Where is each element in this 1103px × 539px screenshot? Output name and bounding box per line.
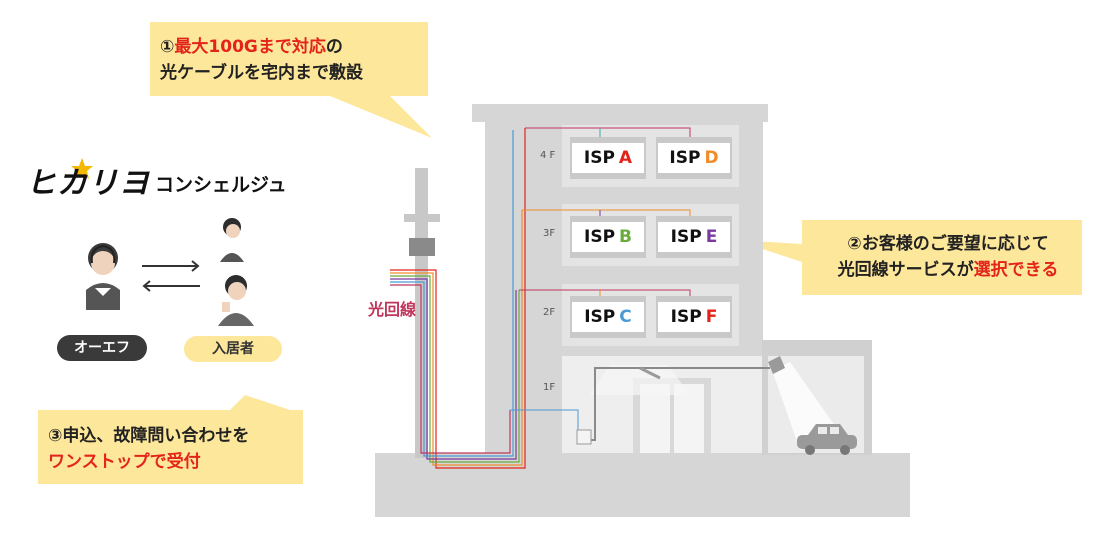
isp-letter: B: [619, 227, 632, 247]
operator-label: オーエフ: [57, 335, 147, 361]
resident-label: 入居者: [184, 336, 282, 362]
floor-label-4f: 4 F: [540, 150, 556, 161]
callout1-tail: [330, 96, 432, 138]
exchange-arrows-icon: [142, 260, 200, 292]
callout1-tail-text: の: [325, 37, 343, 57]
isp-prefix: ISP: [670, 227, 702, 247]
isp-letter: D: [704, 148, 719, 168]
hikariyo-logo: ヒカリヨ: [26, 166, 150, 201]
callout-isp-choice: ②お客様のご要望に応じて 光回線サービスが選択できる: [802, 220, 1082, 295]
callout2-line2-plain: 光回線サービスが: [837, 260, 974, 280]
operator-headset-icon: [86, 243, 120, 310]
lamp-icon: [768, 356, 785, 374]
logo-subtitle: コンシェルジュ: [155, 174, 287, 196]
callout1-number: ①: [160, 37, 175, 57]
light-fixture-icon: [639, 366, 661, 380]
outlet-icon: [576, 429, 592, 445]
resident-man-icon: [218, 275, 254, 326]
isp-letter: F: [705, 307, 718, 327]
floor-label-1f: 1F: [543, 382, 556, 393]
isp-prefix: ISP: [583, 148, 615, 168]
callout3-line2-highlight: ワンストップで受付: [48, 452, 201, 472]
logo-star-icon: [71, 158, 93, 179]
isp-prefix: ISP: [670, 307, 702, 327]
resident-woman-icon: [220, 218, 244, 262]
callout3-line1: ③申込、故障問い合わせを: [48, 426, 250, 446]
callout1-highlight: 最大100Gまで対応: [174, 37, 326, 57]
fiber-line-label: 光回線: [368, 300, 417, 319]
callout2-line1: ②お客様のご要望に応じて: [847, 234, 1049, 254]
car-icon: [797, 424, 857, 455]
callout2-line2-highlight: 選択できる: [973, 260, 1059, 280]
callout-one-stop: ③申込、故障問い合わせを ワンストップで受付: [38, 410, 303, 484]
isp-letter: A: [618, 148, 633, 168]
isp-prefix: ISP: [584, 227, 616, 247]
isp-letter: C: [619, 307, 632, 327]
fiber-branches: [510, 127, 691, 435]
floor-label-2f: 2F: [543, 307, 556, 318]
isp-letter: E: [705, 227, 718, 247]
fiber-cable-bundle: [390, 128, 526, 469]
isp-prefix: ISP: [584, 307, 616, 327]
callout-fiber-capacity: ①最大100Gまで対応の 光ケーブルを宅内まで敷設: [150, 22, 428, 96]
isp-prefix: ISP: [669, 148, 701, 168]
ground: [375, 453, 910, 517]
floor-label-3f: 3F: [543, 228, 556, 239]
callout3-tail: [230, 395, 290, 410]
callout1-line2: 光ケーブルを宅内まで敷設: [160, 63, 363, 83]
